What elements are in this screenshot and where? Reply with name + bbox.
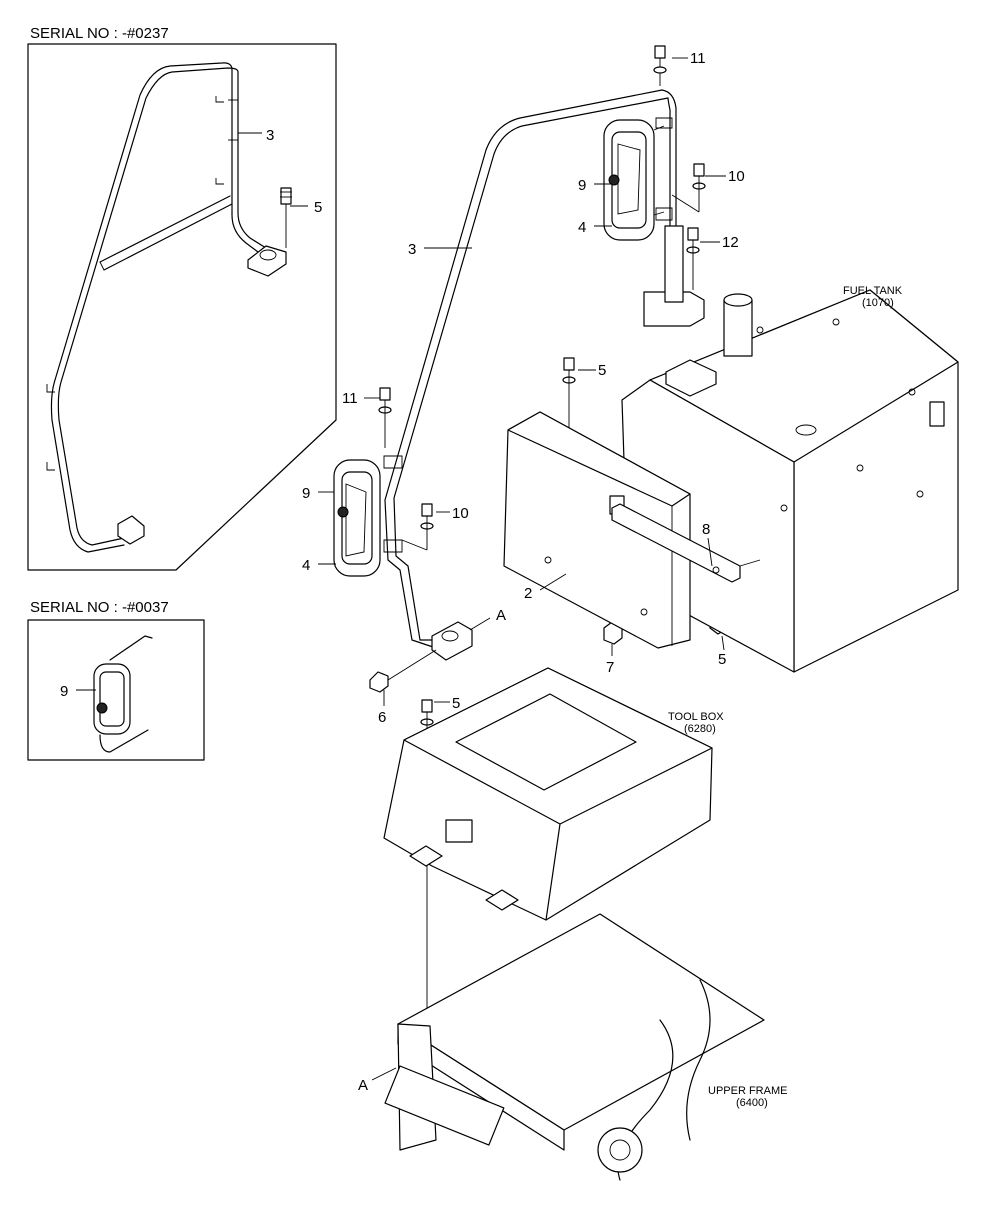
mirror-left — [333, 459, 381, 577]
callout-11-top: 11 — [690, 50, 706, 67]
inset-heading-0237: SERIAL NO : -#0237 — [30, 25, 169, 42]
callout-4-top: 4 — [578, 219, 586, 236]
tool-box-code: (6280) — [684, 723, 716, 735]
tool-box-label: TOOL BOX — [668, 711, 724, 723]
fuel-tank-code: (1070) — [862, 297, 894, 309]
inset-heading-0037: SERIAL NO : -#0037 — [30, 599, 169, 616]
inset-frame — [27, 43, 337, 571]
mirror-top — [603, 119, 665, 241]
callout-5-right: 5 — [718, 651, 726, 668]
tool-box — [383, 667, 713, 921]
callout-7: 7 — [606, 659, 614, 676]
inset-serial-0237: SERIAL NO : -#0237 3 5 — [27, 25, 337, 571]
callout-3: 3 — [408, 241, 416, 258]
callout-5-box: 5 — [452, 695, 460, 712]
callout-2: 2 — [524, 585, 532, 602]
callout-11-left: 11 — [342, 390, 358, 407]
callout-10-left: 10 — [452, 505, 469, 522]
callout-9-top: 9 — [578, 177, 586, 194]
callout-a-bottom: A — [358, 1077, 368, 1094]
leader-lines — [318, 57, 726, 1081]
upper-frame-code: (6400) — [736, 1097, 768, 1109]
inset-serial-0037: SERIAL NO : -#0037 9 — [27, 599, 205, 761]
inset-mirror-icon — [93, 635, 153, 753]
callout-6: 6 — [378, 709, 386, 726]
callout-a-top: A — [496, 607, 506, 624]
fuel-tank-label: FUEL TANK — [843, 285, 903, 297]
inset-handrail — [46, 62, 308, 553]
callout-inset-3: 3 — [266, 127, 274, 144]
upper-frame — [384, 913, 765, 1181]
bracket — [611, 503, 761, 583]
callout-12: 12 — [722, 234, 739, 251]
callout-5-tank: 5 — [598, 362, 606, 379]
cover-panel — [503, 411, 691, 649]
callout-inset-5: 5 — [314, 199, 322, 216]
upper-frame-label: UPPER FRAME — [708, 1085, 787, 1097]
callout-10-top: 10 — [728, 168, 745, 185]
callout-4-left: 4 — [302, 557, 310, 574]
callout-9-left: 9 — [302, 485, 310, 502]
callout-inset2-9: 9 — [60, 683, 68, 700]
main-handrail — [383, 89, 705, 661]
callout-8: 8 — [702, 521, 710, 538]
